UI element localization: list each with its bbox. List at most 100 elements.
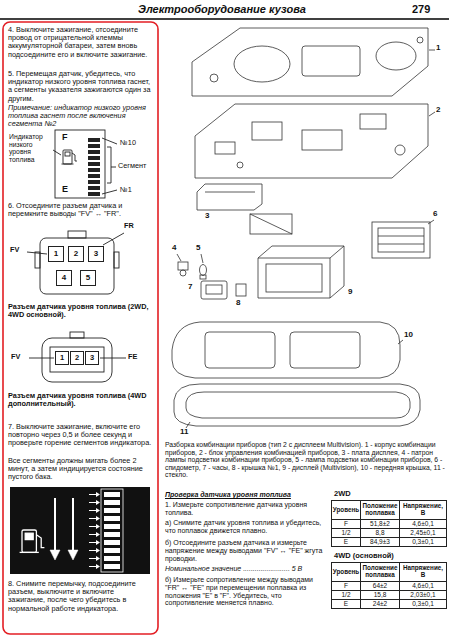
pin-number: 4	[56, 270, 72, 286]
connector-2wd-part	[27, 252, 47, 254]
indicator-display-figure-part-part	[89, 494, 96, 495]
connector-2wd	[27, 231, 124, 294]
indicator-display-figure-part-part	[89, 502, 96, 503]
instrument-cluster-exploded-part	[250, 214, 292, 234]
fuel-gauge-figure-part-part	[88, 138, 100, 142]
fuel-gauge-figure-part	[111, 167, 116, 168]
table-cell: 0,3±0,1	[399, 537, 447, 547]
pin-number: 5	[80, 270, 96, 286]
instrument-cluster-exploded-part	[237, 162, 243, 168]
fuel-gauge-figure-part-part	[88, 186, 100, 190]
indicator-display-figure-part-part	[104, 516, 120, 521]
indicator-display-figure-part-part	[72, 498, 74, 552]
callout-number: 1	[436, 44, 448, 53]
fuel-gauge-figure-part-part	[88, 180, 100, 184]
instrument-cluster-exploded-part	[378, 236, 424, 237]
pin-number: 3	[85, 351, 99, 365]
instrument-cluster-exploded-part	[210, 74, 218, 82]
instrument-cluster-exploded-part	[197, 184, 262, 210]
connector-4wd	[29, 332, 126, 382]
fuel-gauge-figure-part	[102, 138, 117, 144]
instrument-cluster-exploded-part	[236, 284, 246, 296]
step-text: 8. Снимите перемычку, подсоедините разъе…	[8, 580, 153, 613]
step-text: 5. Перемещая датчик, убедитесь, что инди…	[8, 70, 153, 103]
callout-number: 4	[172, 244, 184, 253]
connector-2wd-part	[103, 233, 124, 245]
header-rule	[0, 19, 449, 20]
pin-number: 1	[55, 351, 69, 365]
figure-caption: Разборка комбинации приборов (тип 2 с ди…	[165, 441, 446, 479]
indicator-display-figure-part-part	[96, 532, 100, 537]
indicator-display-figure-part-part	[89, 526, 96, 527]
indicator-display-figure-part-part	[89, 558, 96, 559]
indicator-display-figure-part-part	[96, 508, 100, 513]
indicator-display-figure-part-part	[54, 498, 56, 552]
indicator-display-figure-part-part	[89, 510, 96, 511]
indicator-display-figure-part-part	[104, 492, 120, 497]
pin-number: 2	[68, 246, 84, 262]
connector-4wd-part	[50, 347, 104, 372]
instrument-cluster-exploded-part	[417, 37, 423, 43]
connector-4wd-part	[29, 358, 54, 359]
instrument-cluster-exploded-part	[258, 246, 344, 298]
instrument-cluster-exploded-part	[429, 112, 435, 116]
connector-2wd-part	[114, 252, 119, 268]
indicator-display-figure-part	[101, 489, 123, 572]
table-header: Уровень	[331, 562, 361, 582]
connector-4wd-part	[42, 338, 112, 382]
red-frame-part	[3, 22, 158, 634]
table-header: Напряжение, В	[399, 562, 447, 582]
indicator-display-figure-part-part	[104, 564, 120, 569]
fuel-gauge-figure-part	[62, 150, 78, 164]
instrument-cluster-exploded-part	[200, 265, 207, 276]
instrument-cluster-exploded-part	[290, 332, 360, 368]
instrument-cluster-exploded-part	[250, 214, 292, 234]
indicator-display-figure-part-part	[104, 548, 120, 553]
instrument-cluster-exploded-part	[266, 264, 322, 292]
indicator-display-figure-part-part	[89, 550, 96, 551]
instrument-cluster-exploded-part	[205, 332, 275, 368]
page-title: Электрооборудование кузова	[138, 3, 306, 15]
fuel-gauge-figure-part	[102, 190, 117, 194]
instrument-cluster-exploded-part	[428, 220, 434, 224]
fuel-gauge-figure-part	[53, 150, 61, 155]
indicator-display-figure-part-part	[89, 566, 96, 567]
procedure-text: Номинальное значение ...................…	[165, 565, 327, 573]
table-title: 2WD	[334, 490, 394, 498]
table-cell: 0,3±0,1	[399, 599, 447, 609]
callout-number: 11	[180, 428, 192, 437]
indicator-display-figure-part-part	[36, 535, 44, 548]
connector-2wd-part	[68, 231, 86, 238]
instrument-cluster-exploded-part	[378, 228, 424, 252]
indicator-display-figure-part-part	[104, 500, 120, 505]
indicator-display-figure-part-part	[104, 556, 120, 561]
procedure-text: а) Снимите датчик уровня топлива и убеди…	[165, 519, 327, 535]
step-text: 7. Выключите зажигание, включите его пов…	[8, 423, 153, 448]
gauge-mark: E	[62, 184, 72, 194]
fuel-gauge-figure-part-part	[63, 150, 72, 164]
section-heading: Проверка датчика уровня топлива	[165, 491, 327, 499]
instrument-cluster-exploded-part	[252, 122, 282, 140]
indicator-display-figure-part-part	[104, 540, 120, 545]
red-frame	[3, 22, 158, 634]
figure-caption: Разъем датчика уровня топлива (2WD, 4WD …	[8, 303, 153, 319]
instrument-cluster-exploded-part	[201, 281, 227, 299]
indicator-display-figure-part-part	[22, 530, 36, 552]
page-number: 279	[412, 3, 446, 15]
fuel-gauge-figure-part	[107, 147, 111, 183]
pin-number: 2	[70, 351, 84, 365]
table-cell: 24±2	[360, 599, 400, 609]
indicator-display-figure-part	[10, 487, 150, 574]
indicator-display-figure-part-part	[96, 540, 100, 545]
indicator-display-figure-part-part	[96, 492, 100, 497]
indicator-display-figure-part-part	[89, 518, 96, 519]
fuel-gauge-figure-part-part	[88, 192, 100, 196]
segment-label: Сегмент	[118, 162, 154, 170]
instrument-cluster-exploded-part	[395, 145, 405, 155]
figure-label: Индикатор низкого уровня топлива	[9, 133, 52, 163]
pin-number: 3	[88, 246, 104, 262]
terminal-name: FV	[11, 353, 29, 361]
step-text: Все сегменты должны мигать более 2 минут…	[8, 457, 153, 482]
callout-number: 7	[188, 283, 200, 292]
table-cell: E	[331, 599, 361, 609]
